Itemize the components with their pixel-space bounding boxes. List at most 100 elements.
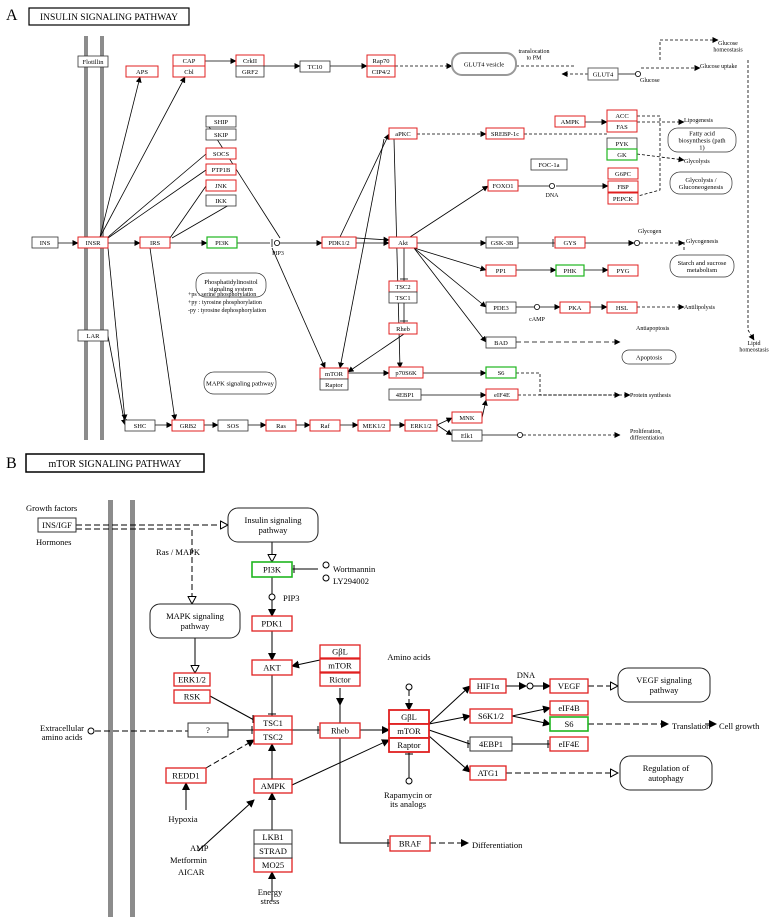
node-s6[interactable]: S6 <box>549 716 589 732</box>
node-pdk1-2[interactable]: PDK1/2 <box>321 236 357 249</box>
pathway-glut4-vesicle[interactable]: GLUT4 vesicle <box>451 52 517 76</box>
node-erk1-2[interactable]: ERK1/2 <box>404 419 438 432</box>
node-bad[interactable]: BAD <box>485 336 517 349</box>
node-acc[interactable]: ACC <box>606 109 638 122</box>
node-gys[interactable]: GYS <box>554 236 586 249</box>
node-skip[interactable]: SKIP <box>205 128 237 141</box>
node-jnk[interactable]: JNK <box>205 179 237 192</box>
node-mo25[interactable]: MO25 <box>253 857 293 873</box>
node-tsc2[interactable]: TSC2 <box>388 280 418 293</box>
node-mtor[interactable]: mTOR <box>388 723 430 739</box>
node-mnk[interactable]: MNK <box>451 411 483 424</box>
pathway-glycolysis-gluconeogenesis[interactable]: Glycolysis /Gluconeogenesis <box>669 171 733 195</box>
node-redd1[interactable]: REDD1 <box>165 767 207 784</box>
node-ins[interactable]: INS <box>31 236 59 249</box>
node-pyg[interactable]: PYG <box>607 264 639 277</box>
node-cap[interactable]: CAP <box>172 54 206 67</box>
node-mek1-2[interactable]: MEK1/2 <box>357 419 391 432</box>
node-fas[interactable]: FAS <box>606 120 638 133</box>
node-grb2[interactable]: GRB2 <box>171 419 205 432</box>
node-eif4e[interactable]: eIF4E <box>485 388 519 401</box>
node-erk1-2[interactable]: ERK1/2 <box>173 672 211 687</box>
node-atg1[interactable]: ATG1 <box>469 765 507 781</box>
node-pp1[interactable]: PP1 <box>485 264 517 277</box>
node-raptor[interactable]: Raptor <box>388 737 430 753</box>
node-mtor[interactable]: mTOR <box>319 367 349 380</box>
node-lkb1[interactable]: LKB1 <box>253 829 293 845</box>
node-pdk1[interactable]: PDK1 <box>251 615 293 632</box>
node-vegf[interactable]: VEGF <box>549 678 589 694</box>
node-flotillin[interactable]: Flotillin <box>77 55 109 68</box>
node-eif4b[interactable]: eIF4B <box>549 700 589 716</box>
node-4ebp1[interactable]: 4EBP1 <box>388 388 422 401</box>
node-ampk[interactable]: AMPK <box>253 778 293 794</box>
node-rheb[interactable]: Rheb <box>388 322 418 335</box>
node-s6[interactable]: S6 <box>485 366 517 379</box>
node-g6pc[interactable]: G6PC <box>607 167 639 180</box>
pathway-apoptosis[interactable]: Apoptosis <box>621 349 677 365</box>
node-cip4-2[interactable]: CIP4/2 <box>366 65 396 78</box>
node-fbp[interactable]: FBP <box>607 180 639 193</box>
node-ptp1b[interactable]: PTP1B <box>205 163 237 176</box>
node-glut4[interactable]: GLUT4 <box>587 67 619 81</box>
node-ship[interactable]: SHIP <box>205 115 237 128</box>
node-rap70[interactable]: Rap70 <box>366 54 396 67</box>
node-g-l[interactable]: GβL <box>319 644 361 659</box>
node-tc10[interactable]: TC10 <box>299 60 331 73</box>
node-crkii[interactable]: CrkII <box>235 54 265 67</box>
node-phk[interactable]: PHK <box>555 264 585 277</box>
node-p70s6k[interactable]: p70S6K <box>388 366 424 379</box>
node-raptor[interactable]: Raptor <box>319 378 349 391</box>
node-pyk[interactable]: PYK <box>606 137 638 150</box>
node-lar[interactable]: LAR <box>77 329 109 342</box>
node-foxo1[interactable]: FOXO1 <box>487 179 519 192</box>
node-rictor[interactable]: Rictor <box>319 672 361 687</box>
pathway-mapk-signaling-pathway[interactable]: MAPK signaling pathway <box>203 371 277 395</box>
node-pi3k[interactable]: PI3K <box>251 561 293 578</box>
node-insr[interactable]: INSR <box>77 236 109 249</box>
node-socs[interactable]: SOCS <box>205 147 237 160</box>
node-irs[interactable]: IRS <box>139 236 171 249</box>
node-ikk[interactable]: IKK <box>205 194 237 207</box>
node-pepck[interactable]: PEPCK <box>607 192 639 205</box>
node-pi3k[interactable]: PI3K <box>206 236 238 249</box>
node-braf[interactable]: BRAF <box>389 835 431 852</box>
node-gsk-3b[interactable]: GSK-3B <box>485 236 519 249</box>
node-akt[interactable]: Akt <box>388 236 418 249</box>
node-strad[interactable]: STRAD <box>253 843 293 859</box>
node-mtor[interactable]: mTOR <box>319 658 361 673</box>
node-hif1[interactable]: HIF1α <box>469 678 507 694</box>
node-tsc2[interactable]: TSC2 <box>253 729 293 745</box>
node-x[interactable]: ? <box>187 722 229 738</box>
node-tsc1[interactable]: TSC1 <box>253 715 293 731</box>
node-hsl[interactable]: HSL <box>606 301 638 314</box>
node-grf2[interactable]: GRF2 <box>235 65 265 78</box>
node-pka[interactable]: PKA <box>559 301 591 314</box>
node-gk[interactable]: GK <box>606 148 638 161</box>
node-foc-1a[interactable]: FOC-1a <box>530 158 568 171</box>
node-ampk[interactable]: AMPK <box>554 115 586 128</box>
node-cbl[interactable]: Cbl <box>172 65 206 78</box>
node-pde3[interactable]: PDE3 <box>485 301 517 314</box>
node-aps[interactable]: APS <box>125 65 159 78</box>
node-tsc1[interactable]: TSC1 <box>388 291 418 304</box>
node-sos[interactable]: SOS <box>217 419 249 432</box>
node-s6k1-2[interactable]: S6K1/2 <box>469 708 513 724</box>
node-apkc[interactable]: aPKC <box>388 127 418 140</box>
node-elk1[interactable]: Elk1 <box>451 429 483 442</box>
node-srebp-1c[interactable]: SREBP-1c <box>485 127 525 140</box>
node-ins-igf[interactable]: INS/IGF <box>37 517 77 533</box>
node-akt[interactable]: AKT <box>251 659 293 676</box>
node-eif4e[interactable]: eIF4E <box>549 736 589 752</box>
node-raf[interactable]: Raf <box>309 419 341 432</box>
node-rsk[interactable]: RSK <box>173 689 211 704</box>
node-4ebp1[interactable]: 4EBP1 <box>469 736 513 752</box>
node-shc[interactable]: SHC <box>124 419 156 432</box>
